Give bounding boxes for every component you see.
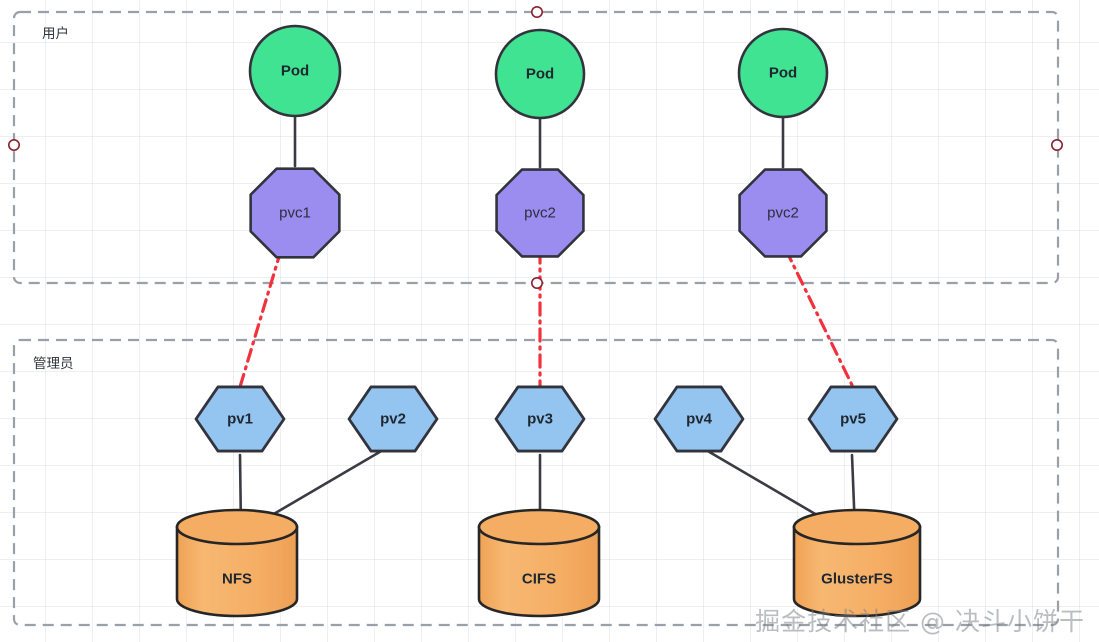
storage-nfs[interactable] [175, 508, 299, 618]
diagram-nodes [175, 24, 922, 618]
pod-2[interactable] [494, 28, 586, 120]
watermark-text: 掘金技术社区 @ 决斗小饼干 [755, 607, 1085, 636]
storage-cifs-top [477, 508, 601, 546]
pv-5[interactable] [807, 385, 899, 453]
pod-1[interactable] [248, 24, 342, 118]
pv-1[interactable] [194, 385, 286, 453]
storage-nfs-body [175, 525, 299, 618]
pv-4[interactable] [653, 385, 745, 453]
group-container-admin-group[interactable] [12, 338, 1060, 627]
handle-user-bottom[interactable] [530, 276, 543, 289]
pv-2[interactable] [347, 385, 439, 453]
bind-pvc1-pv1[interactable] [238, 248, 283, 389]
resize-handles [8, 6, 1064, 289]
pvc-2[interactable] [495, 168, 585, 258]
handle-user-top[interactable] [530, 6, 543, 18]
pvc-3[interactable] [738, 168, 828, 258]
group-title-user: 用户 [42, 26, 69, 41]
pod-3[interactable] [737, 27, 829, 119]
group-title-admin: 管理员 [33, 356, 74, 371]
pvc-1[interactable] [249, 167, 341, 259]
storage-cifs[interactable] [477, 508, 601, 618]
storage-glusterfs[interactable] [792, 508, 922, 618]
storage-glusterfs-top [792, 508, 922, 546]
handle-user-left[interactable] [8, 139, 20, 152]
storage-cifs-body [477, 525, 601, 618]
bind-pvc3-pv5[interactable] [784, 248, 855, 389]
handle-user-right[interactable] [1051, 139, 1064, 152]
pv-3[interactable] [494, 385, 586, 453]
storage-nfs-top [175, 508, 299, 546]
storage-glusterfs-body [792, 525, 922, 618]
